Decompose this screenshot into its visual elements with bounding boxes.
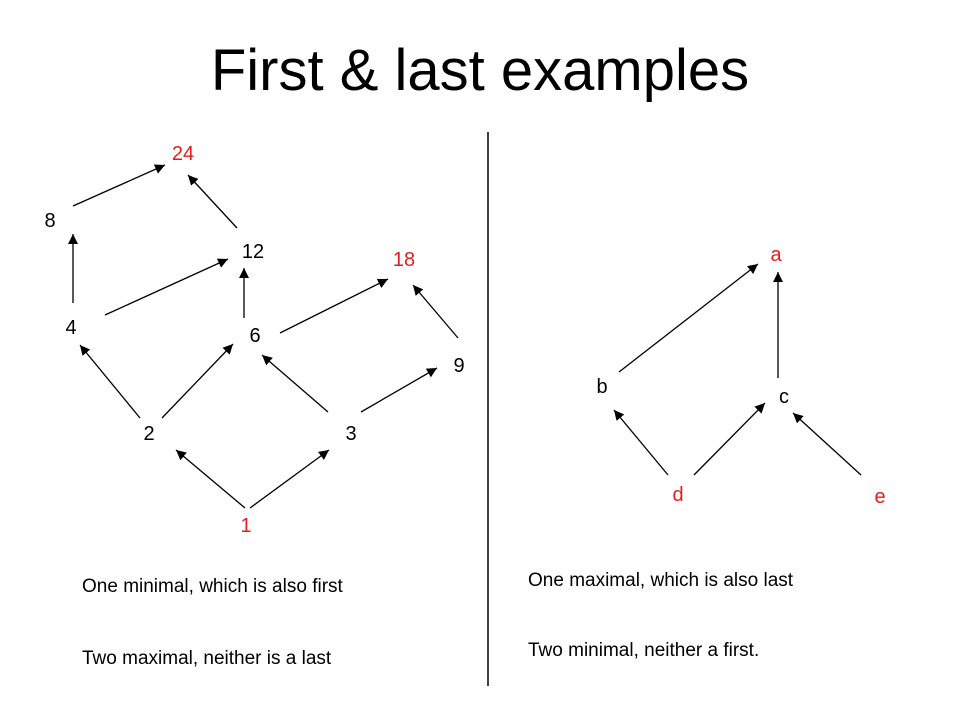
node-24: 24 bbox=[172, 143, 194, 165]
node-8: 8 bbox=[44, 210, 55, 232]
node-3: 3 bbox=[345, 423, 356, 445]
page-title: First & last examples bbox=[210, 38, 750, 103]
edge-3-6 bbox=[261, 354, 329, 413]
edge-b-a bbox=[618, 263, 759, 373]
right-diagram-nodes: a b c d e bbox=[596, 244, 885, 508]
node-a: a bbox=[770, 244, 782, 266]
edge-2-6 bbox=[161, 343, 234, 419]
node-12: 12 bbox=[242, 241, 264, 263]
node-e: e bbox=[874, 486, 885, 508]
edge-3-9 bbox=[360, 367, 438, 413]
edge-8-24 bbox=[72, 164, 166, 207]
node-6: 6 bbox=[249, 325, 260, 347]
left-caption-maximal: Two maximal, neither is a last bbox=[82, 648, 332, 669]
edge-12-24 bbox=[187, 174, 238, 229]
node-b: b bbox=[596, 376, 607, 398]
node-2: 2 bbox=[143, 423, 154, 445]
edge-d-c bbox=[693, 402, 766, 476]
edge-1-2 bbox=[175, 449, 246, 509]
right-diagram-edges bbox=[613, 263, 862, 476]
node-d: d bbox=[672, 484, 683, 506]
left-diagram-nodes: 24 8 12 18 4 6 9 2 3 1 bbox=[44, 143, 464, 537]
edge-d-b bbox=[613, 409, 669, 476]
node-1: 1 bbox=[240, 515, 251, 537]
edge-e-c bbox=[792, 412, 862, 476]
node-4: 4 bbox=[65, 317, 76, 339]
edge-4-12 bbox=[104, 258, 229, 316]
edge-9-18 bbox=[412, 284, 459, 339]
left-caption-minimal: One minimal, which is also first bbox=[82, 576, 343, 597]
right-caption-minimal: Two minimal, neither a first. bbox=[528, 640, 760, 661]
left-diagram-edges bbox=[68, 164, 459, 509]
edge-6-18 bbox=[279, 278, 389, 334]
edge-2-4 bbox=[79, 344, 141, 419]
node-18: 18 bbox=[393, 249, 415, 271]
node-c: c bbox=[779, 386, 789, 408]
node-9: 9 bbox=[453, 355, 464, 377]
edge-1-3 bbox=[249, 449, 330, 509]
right-caption-maximal: One maximal, which is also last bbox=[528, 570, 794, 591]
